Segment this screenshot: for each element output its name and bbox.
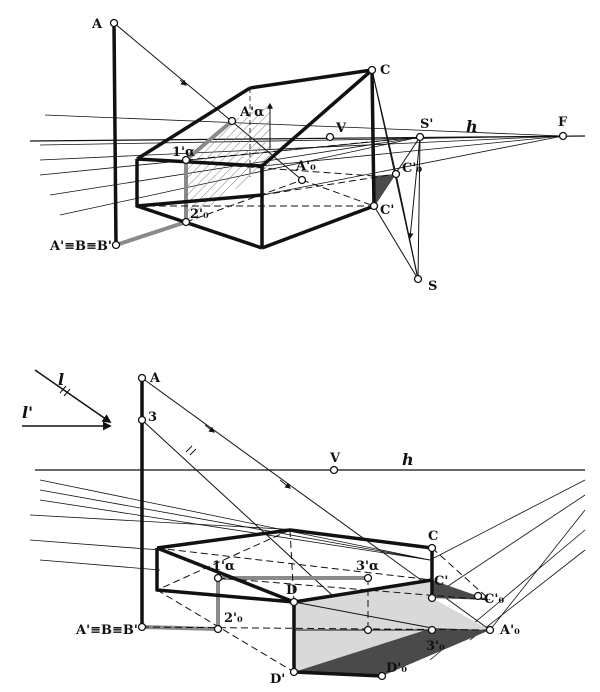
bottom-vanishing-lines [29, 479, 586, 661]
bottom-point-A [137, 373, 147, 383]
bottom-point-D-zero [377, 671, 387, 681]
bottom-label-D: D [286, 583, 297, 598]
bottom-label-l: l [58, 370, 64, 389]
bottom-label-h: h [402, 450, 414, 469]
bottom-point-D [289, 597, 299, 607]
bottom-label-V: V [329, 451, 341, 466]
bottom-figure [22, 369, 586, 681]
top-ray-S-prime-S [417, 136, 421, 280]
bottom-points [137, 373, 495, 681]
bottom-label-3: 3 [148, 410, 157, 425]
bottom-label-C: C [428, 529, 438, 544]
top-label-S-prime: S' [420, 117, 433, 132]
top-label-C-zero: C'₀ [402, 161, 422, 176]
bottom-label-l-prime: l' [22, 403, 33, 422]
bottom-point-3-alpha [363, 573, 373, 583]
top-point-A-base [111, 240, 121, 250]
top-shadow-base [115, 220, 187, 247]
top-point-A-alpha [227, 116, 237, 126]
bottom-label-A-base: A'≡B≡B' [75, 623, 138, 638]
bottom-point-C [427, 543, 437, 553]
top-point-S [413, 274, 423, 284]
bottom-label-3-zero: 3'₀ [426, 639, 445, 654]
bottom-point-2-zero [213, 624, 223, 634]
top-point-C [367, 65, 377, 75]
top-point-F [558, 131, 568, 141]
top-label-A-zero: A'₀ [295, 159, 316, 174]
top-dark-shadow [374, 174, 396, 206]
bottom-point-C-zero [473, 591, 483, 601]
top-label-C: C [380, 63, 390, 78]
bottom-label-C-prime: C' [434, 574, 448, 589]
bottom-label-D-zero: D'₀ [386, 661, 407, 676]
bottom-label-A: A [149, 371, 161, 386]
bottom-light-direction-l [34, 369, 112, 424]
top-label-A-alpha: A'α [239, 105, 264, 120]
top-point-C-prime [369, 201, 379, 211]
top-label-h: h [466, 117, 478, 136]
top-point-C-zero [391, 169, 401, 179]
bottom-point-1-alpha [213, 573, 223, 583]
top-point-S-prime [415, 132, 425, 142]
bottom-hidden-edges [141, 529, 491, 673]
top-point-V [325, 132, 335, 142]
top-label-V: V [335, 121, 347, 136]
bottom-point-3-zero [363, 625, 373, 635]
bottom-label-2-zero: 2'₀ [224, 611, 243, 626]
bottom-point-A-zero [485, 625, 495, 635]
top-label-S: S [428, 279, 437, 294]
bottom-point-3 [137, 415, 147, 425]
top-labels: A A'≡B≡B' 1'α 2'₀ A'α A'₀ V C C' C'₀ S' … [49, 17, 568, 294]
bottom-labels: A 3 l l' V h 1'α 3'α C C' C'₀ D 2'₀ 3'₀ … [22, 370, 520, 687]
top-label-1-alpha: 1'α [172, 145, 195, 160]
top-point-2-zero [181, 217, 191, 227]
top-label-A-base: A'≡B≡B' [49, 239, 112, 254]
top-point-A-zero [297, 175, 307, 185]
bottom-label-A-zero: A'₀ [499, 623, 520, 638]
bottom-shadow-light [294, 580, 490, 672]
bottom-label-1-alpha: 1'α [212, 559, 235, 574]
bottom-point-C-prime [427, 593, 437, 603]
top-solid-outline [135, 68, 376, 250]
bottom-shadow-dark-right [432, 580, 490, 600]
top-figure [29, 18, 586, 284]
top-points [109, 18, 568, 284]
top-point-A [109, 18, 119, 28]
bottom-label-3-alpha: 3'α [356, 559, 379, 574]
top-label-2-zero: 2'₀ [190, 207, 209, 222]
bottom-point-A-base [137, 622, 147, 632]
top-hidden-edges [136, 136, 421, 223]
top-label-A: A [91, 17, 103, 32]
bottom-label-D-prime: D' [270, 672, 285, 687]
top-label-C-prime: C' [380, 203, 394, 218]
top-pole-AB [112, 22, 118, 246]
bottom-point-V [329, 465, 339, 475]
bottom-shadow-dark [294, 628, 490, 676]
bottom-point-3-zero-b [427, 625, 437, 635]
top-label-F: F [558, 115, 568, 130]
top-light-ray-A [113, 22, 303, 181]
bottom-label-C-zero: C'₀ [484, 592, 504, 607]
bottom-point-D-prime [289, 667, 299, 677]
top-point-1-alpha [181, 155, 191, 165]
